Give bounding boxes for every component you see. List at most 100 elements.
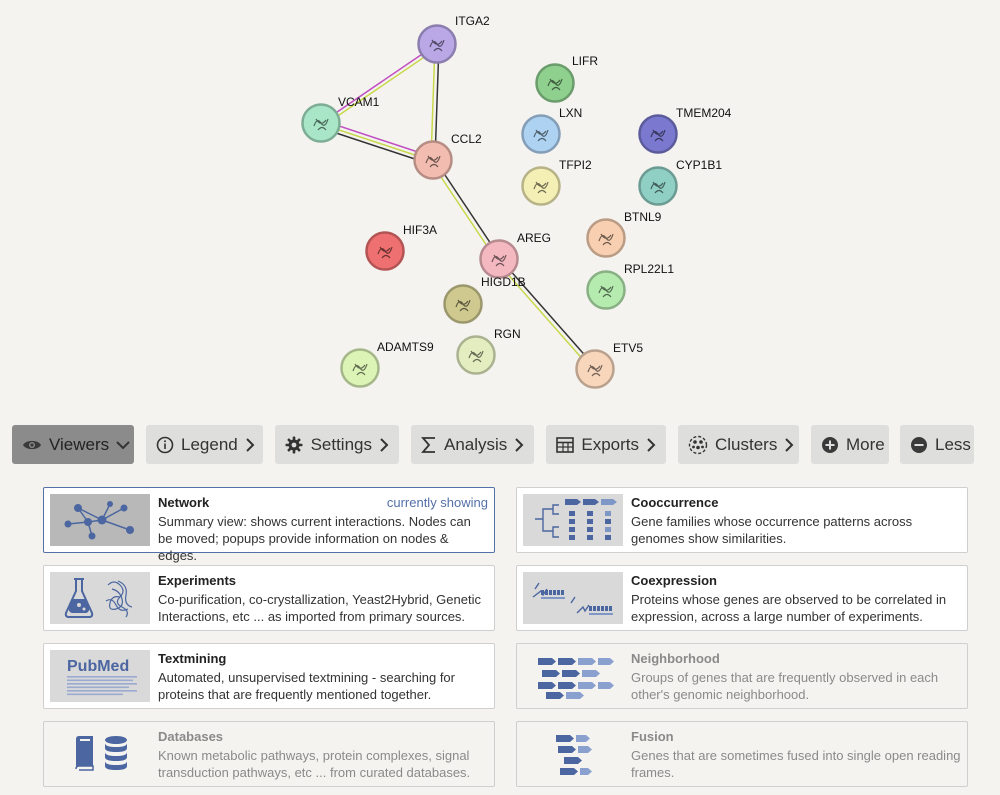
protein-structure-icon xyxy=(429,39,445,52)
node-label: RGN xyxy=(494,327,521,341)
coexpression-description: Proteins whose genes are observed to be … xyxy=(631,592,947,624)
node-label: ITGA2 xyxy=(455,14,490,28)
protein-structure-icon xyxy=(455,299,471,312)
protein-structure-icon xyxy=(468,350,484,363)
protein-structure-icon xyxy=(425,155,441,168)
legend-button[interactable]: Legend xyxy=(146,425,263,464)
clusters-button[interactable]: Clusters xyxy=(678,425,799,464)
node-label: ADAMTS9 xyxy=(377,340,434,354)
chevron-right-icon xyxy=(514,437,524,452)
cooccurrence-viewer-card[interactable]: Cooccurrence Gene families whose occurre… xyxy=(516,487,968,553)
coexpression-icon xyxy=(523,572,623,624)
protein-structure-icon xyxy=(598,233,614,246)
experiments-description: Co-purification, co-crystallization, Yea… xyxy=(158,592,481,624)
currently-showing-badge: currently showing xyxy=(386,495,488,510)
network-node-higd1b[interactable]: HIGD1B xyxy=(443,275,526,324)
node-label: AREG xyxy=(517,231,551,245)
protein-structure-icon xyxy=(598,285,614,298)
cooccurrence-description: Gene families whose occurrence patterns … xyxy=(631,514,913,546)
coexpression-title: Coexpression xyxy=(631,573,717,588)
more-label: More xyxy=(846,434,885,454)
chevron-down-icon xyxy=(116,440,130,450)
network-node-adamts9[interactable]: ADAMTS9 xyxy=(340,340,435,388)
textmining-description: Automated, unsupervised textmining - sea… xyxy=(158,670,455,702)
protein-structure-icon xyxy=(352,363,368,376)
network-node-tfpi2[interactable]: TFPI2 xyxy=(521,158,592,206)
gear-icon xyxy=(285,435,304,455)
protein-structure-icon xyxy=(377,246,393,259)
settings-label: Settings xyxy=(310,434,372,454)
analysis-label: Analysis xyxy=(444,434,508,454)
analysis-button[interactable]: Analysis xyxy=(411,425,534,464)
node-label: LIFR xyxy=(572,54,598,68)
experiments-title: Experiments xyxy=(158,573,237,588)
databases-description: Known metabolic pathways, protein comple… xyxy=(158,748,471,780)
fusion-title: Fusion xyxy=(631,729,674,744)
clusters-icon xyxy=(688,435,708,455)
network-node-lxn[interactable]: LXN xyxy=(521,106,583,154)
protein-structure-icon xyxy=(650,129,666,142)
protein-structure-icon xyxy=(313,118,329,131)
network-node-rgn[interactable]: RGN xyxy=(456,327,521,375)
databases-viewer-card[interactable]: Databases Known metabolic pathways, prot… xyxy=(43,721,495,787)
experiments-viewer-card[interactable]: Experiments Co-purification, co-crystall… xyxy=(43,565,495,631)
protein-structure-icon xyxy=(491,254,507,267)
eye-icon xyxy=(22,435,42,455)
network-node-etv5[interactable]: ETV5 xyxy=(575,341,644,389)
neighborhood-icon xyxy=(523,650,623,702)
network-viewer-card[interactable]: Network currently showing Summary view: … xyxy=(43,487,495,563)
neighborhood-description: Groups of genes that are frequently obse… xyxy=(631,670,939,702)
network-node-ccl2[interactable]: CCL2 xyxy=(413,132,483,180)
network-description: Summary view: shows current interactions… xyxy=(158,514,471,563)
chevron-right-icon xyxy=(784,437,794,452)
network-icon xyxy=(50,494,150,546)
network-node-rpl22l1[interactable]: RPL22L1 xyxy=(586,262,675,310)
network-node-cyp1b1[interactable]: CYP1B1 xyxy=(638,158,723,206)
settings-button[interactable]: Settings xyxy=(275,425,399,464)
pubmed-logo-text: PubMed xyxy=(67,658,129,675)
network-node-tmem204[interactable]: TMEM204 xyxy=(638,106,732,154)
coexpression-viewer-card[interactable]: Coexpression Proteins whose genes are ob… xyxy=(516,565,968,631)
protein-structure-icon xyxy=(533,129,549,142)
network-node-btnl9[interactable]: BTNL9 xyxy=(586,210,662,258)
node-label: TFPI2 xyxy=(559,158,592,172)
more-button[interactable]: More xyxy=(811,425,889,464)
node-label: HIGD1B xyxy=(481,275,526,289)
sigma-icon xyxy=(421,435,437,455)
node-label: CCL2 xyxy=(451,132,482,146)
fusion-viewer-card[interactable]: Fusion Genes that are sometimes fused in… xyxy=(516,721,968,787)
node-label: TMEM204 xyxy=(676,106,732,120)
less-label: Less xyxy=(935,434,971,454)
protein-structure-icon xyxy=(650,181,666,194)
network-node-areg[interactable]: AREG xyxy=(479,231,552,279)
network-node-vcam1[interactable]: VCAM1 xyxy=(301,95,380,143)
protein-structure-icon xyxy=(533,181,549,194)
node-label: BTNL9 xyxy=(624,210,662,224)
chevron-right-icon xyxy=(646,437,656,452)
network-title: Network xyxy=(158,495,210,510)
plus-icon xyxy=(821,435,839,455)
fusion-description: Genes that are sometimes fused into sing… xyxy=(631,748,961,780)
network-node-itga2[interactable]: ITGA2 xyxy=(417,14,491,64)
viewers-button[interactable]: Viewers xyxy=(12,425,134,464)
neighborhood-title: Neighborhood xyxy=(631,651,720,666)
chevron-right-icon xyxy=(379,437,389,452)
textmining-viewer-card[interactable]: PubMed Textmining Automated, unsupervise… xyxy=(43,643,495,709)
less-button[interactable]: Less xyxy=(900,425,974,464)
databases-icon xyxy=(50,728,150,780)
protein-structure-icon xyxy=(547,78,563,91)
exports-button[interactable]: Exports xyxy=(546,425,666,464)
chevron-right-icon xyxy=(245,437,255,452)
legend-label: Legend xyxy=(181,434,238,454)
network-node-lifr[interactable]: LIFR xyxy=(535,54,599,103)
neighborhood-viewer-card[interactable]: Neighborhood Groups of genes that are fr… xyxy=(516,643,968,709)
node-label: CYP1B1 xyxy=(676,158,722,172)
cooccurrence-icon xyxy=(523,494,623,546)
cooccurrence-title: Cooccurrence xyxy=(631,495,719,510)
minus-icon xyxy=(910,435,928,455)
table-icon xyxy=(556,435,574,455)
node-label: RPL22L1 xyxy=(624,262,674,276)
textmining-title: Textmining xyxy=(158,651,227,666)
network-node-hif3a[interactable]: HIF3A xyxy=(365,223,438,271)
